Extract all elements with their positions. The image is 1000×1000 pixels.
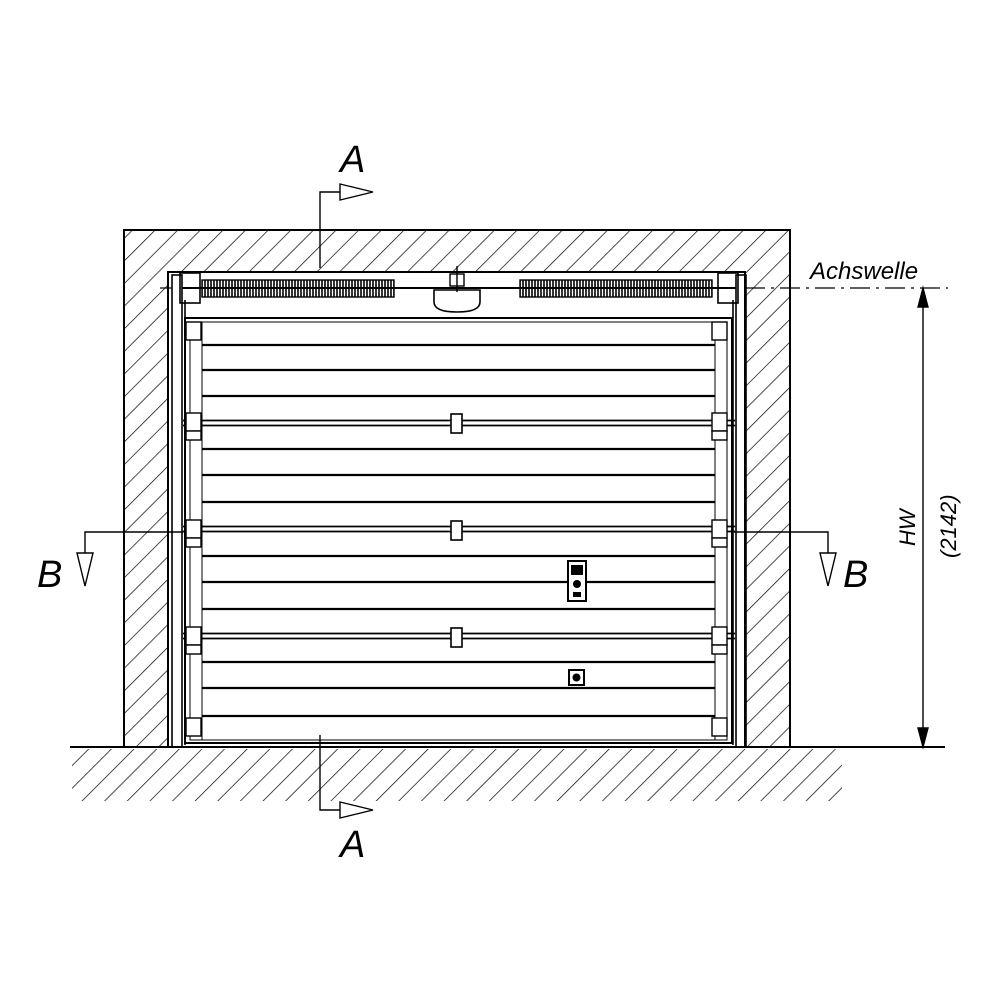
door-handle [567,560,587,602]
lock-cylinder [568,669,585,686]
hinge [711,626,728,646]
left-spring [201,279,395,298]
hinge [711,717,728,737]
hinge-roller [185,644,202,655]
hinge-roller [711,537,728,548]
center-bracket [433,289,481,313]
hinge [185,412,202,432]
panel-markers [450,413,463,648]
torsion-shaft [182,266,736,313]
hinge-roller [711,644,728,655]
hinge [185,321,202,341]
hinges [185,321,728,737]
section-a-bottom-label: A [338,824,365,866]
hinge [711,412,728,432]
hinge [711,321,728,341]
section-b-right-label: B [843,554,868,596]
hinge-roller [185,430,202,441]
shaft-label: Achswelle [808,258,918,285]
hinge-roller [711,430,728,441]
right-spring [519,279,713,298]
section-a-top-label: A [338,139,365,181]
hinge [185,717,202,737]
section-line-b [76,531,837,587]
hinge [185,626,202,646]
section-b-left-label: B [37,554,62,596]
hinge [185,519,202,539]
section-line-a [319,183,374,819]
hinge-roller [185,537,202,548]
height-dimension [917,285,929,750]
floor [70,746,945,801]
height-symbol: HW [895,507,920,546]
height-value: (2142) [936,494,961,558]
hinge [711,519,728,539]
